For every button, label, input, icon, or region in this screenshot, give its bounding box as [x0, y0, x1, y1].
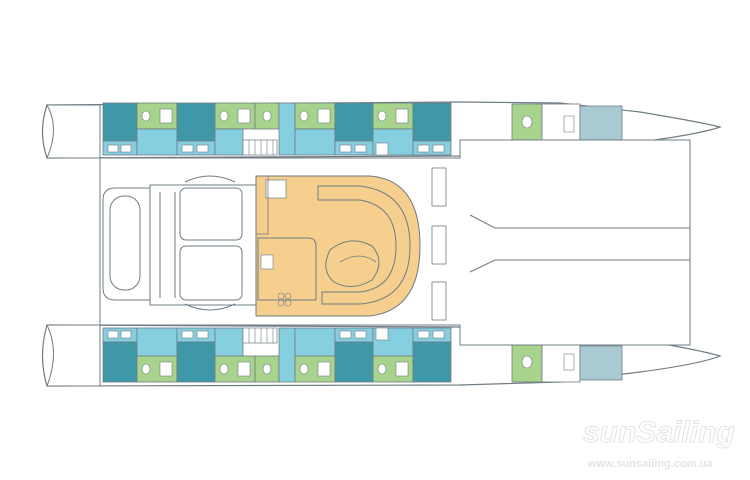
bed-icon: [181, 330, 194, 339]
sink-icon: [260, 254, 274, 270]
toilet-icon: [141, 110, 151, 122]
watermark-brand: sunSailing: [583, 416, 735, 449]
shower-icon: [317, 108, 331, 124]
bed-icon: [196, 144, 209, 153]
port-stern-step: [46, 104, 101, 159]
starboard-bow-locker: [579, 345, 623, 381]
toilet-icon: [299, 110, 309, 122]
bridge-deck: [99, 139, 691, 346]
watermark: sunSailing www.sunsailing.com.ua: [583, 416, 736, 471]
bed-icon: [181, 144, 194, 153]
sofa-icon: [179, 245, 243, 301]
bed-icon: [120, 330, 132, 339]
port-cabin-1: [102, 102, 138, 142]
bed-icon: [563, 115, 575, 133]
forward-hatch: [431, 225, 447, 265]
bed-icon: [417, 144, 430, 153]
starboard-cabin-1: [102, 341, 138, 383]
shower-icon: [237, 361, 251, 377]
toilet-icon: [377, 110, 387, 122]
starboard-cabin-3: [278, 327, 296, 383]
port-cabin-3: [278, 102, 296, 156]
toilet-icon: [299, 363, 309, 375]
stairs-icon: [242, 327, 278, 344]
shower-icon: [395, 108, 409, 124]
shower-icon: [317, 361, 331, 377]
bed-icon: [107, 330, 119, 339]
starboard-stern-step: [46, 324, 101, 387]
salon-cabinet: [255, 175, 269, 235]
stairs-icon: [375, 327, 389, 341]
starboard-passage-2: [214, 327, 244, 357]
bed-icon: [196, 330, 209, 339]
toilet-icon: [377, 363, 387, 375]
stove-icon: [277, 292, 292, 307]
forward-hatch: [431, 167, 447, 207]
fridge-icon: [265, 179, 287, 199]
starboard-passage-3: [294, 327, 336, 357]
bed-icon: [339, 144, 352, 153]
port-passage-2: [214, 128, 244, 156]
starboard-cabin-2: [176, 341, 216, 383]
bed-icon: [120, 144, 132, 153]
toilet-icon: [262, 363, 272, 375]
toilet-icon: [262, 110, 272, 122]
dining-table: [325, 240, 380, 287]
shower-icon: [159, 108, 173, 124]
sofa-icon: [179, 187, 243, 241]
forward-beam: [469, 214, 691, 273]
shower-icon: [395, 361, 409, 377]
toilet-icon: [219, 110, 229, 122]
salon-settee: [317, 185, 411, 305]
toilet-icon: [521, 115, 533, 129]
settee-divider: [339, 255, 377, 263]
port-passage-1: [136, 128, 178, 156]
starboard-passage-1: [136, 327, 178, 357]
stairs-icon: [242, 139, 278, 156]
toilet-icon: [219, 363, 229, 375]
bed-icon: [354, 144, 367, 153]
shower-icon: [237, 108, 251, 124]
starboard-cabin-forward: [412, 341, 452, 383]
watermark-url: www.sunsailing.com.ua: [587, 458, 713, 470]
bed-icon: [354, 330, 367, 339]
port-bow-locker: [579, 105, 623, 141]
bed-icon: [432, 144, 445, 153]
starboard-cabin-4: [334, 341, 374, 383]
port-cabin-4: [334, 102, 374, 142]
sofa-icon: [109, 195, 141, 291]
port-cabin-2: [176, 102, 216, 142]
port-cabin-forward: [412, 102, 452, 142]
forward-hatch: [431, 281, 447, 321]
bed-icon: [339, 330, 352, 339]
port-hull: [41, 101, 723, 159]
bed-icon: [432, 330, 445, 339]
stairs-icon: [375, 142, 389, 156]
aft-step-bottom: [184, 303, 236, 311]
bed-icon: [563, 353, 575, 371]
toilet-icon: [521, 355, 533, 369]
bed-icon: [107, 144, 119, 153]
galley-counter: [257, 237, 317, 301]
aft-step-top: [184, 175, 236, 183]
shower-icon: [159, 361, 173, 377]
bed-icon: [417, 330, 430, 339]
toilet-icon: [141, 363, 151, 375]
port-passage-3: [294, 128, 336, 156]
